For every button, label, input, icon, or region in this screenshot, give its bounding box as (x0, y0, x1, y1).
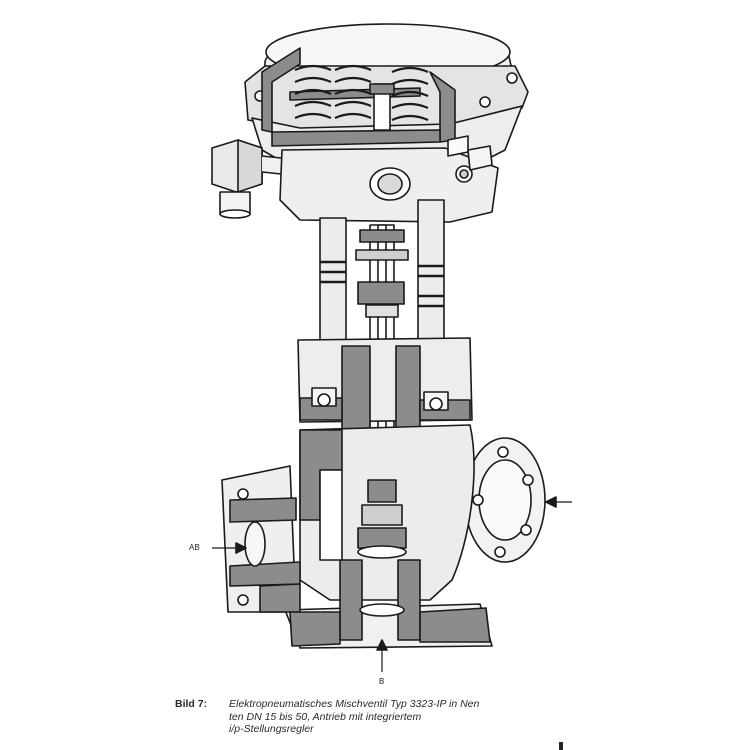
valve-plug (357, 479, 407, 617)
port-label-ab: AB (189, 543, 200, 552)
caption-text: Elektropneumatisches Mischventil Typ 332… (229, 698, 589, 736)
body-section (229, 429, 491, 647)
caption-line-2: ten DN 15 bis 50, Antrieb mit integriert… (229, 710, 422, 723)
caption-line-3: i/p-Stellungsregler (229, 723, 314, 735)
spring-right (391, 66, 429, 122)
actuator-section (261, 47, 456, 147)
caption-line-1: Elektropneumatisches Mischventil Typ 332… (229, 698, 480, 710)
edge-mark (559, 742, 563, 750)
port-label-b: B (379, 677, 385, 686)
spring-left (294, 64, 372, 120)
flow-arrow-a (545, 496, 572, 508)
bonnet (297, 337, 473, 431)
flow-arrow-b (376, 639, 388, 672)
yoke-columns (319, 199, 445, 351)
figure-number: Bild 7: (175, 698, 208, 710)
flow-arrow-ab (212, 542, 247, 554)
positioner-body (279, 135, 499, 223)
valve-cutaway-drawing (211, 23, 572, 672)
